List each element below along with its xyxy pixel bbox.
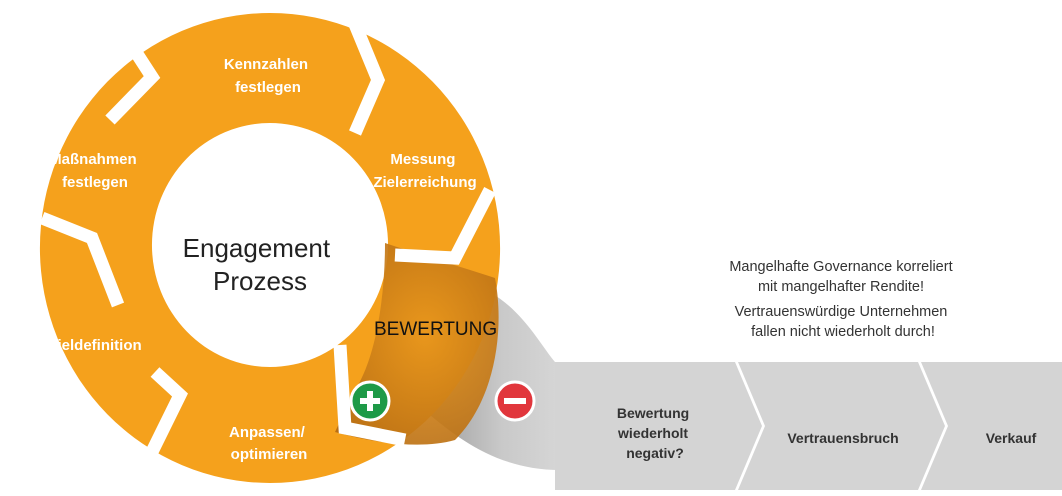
segment-messung: Messung Zielerreichung [373,151,476,191]
bewertung-negativ-line-2: wiederholt [617,425,688,441]
segment-massnahmen-label-1: Maßnahmen [49,151,137,168]
segment-anpassen: Anpassen/ optimieren [229,424,309,463]
chevron-verkauf-label: Verkauf [986,430,1037,446]
segment-zieldefinition-label: Zieldefinition [48,337,141,354]
evaluation-label: BEWERTUNG [374,319,497,340]
note-line-2: mit mangelhafter Rendite! [758,279,924,295]
center-title-line-1: Engagement [183,233,331,263]
chevron-verkauf-shape [921,362,1062,490]
svg-text:Maßnahmen festlegen: Maßnahmen festlegen [49,151,141,191]
svg-text:Kennzahlen festlegen: Kennzahlen festlegen [224,56,312,96]
chevron-bewertung-negativ-shape [555,362,762,490]
chevron-bewertung-negativ-label: Bewertung wiederholt negativ? [617,405,693,461]
segment-messung-label-1: Messung [390,151,455,168]
bewertung-negativ-line-1: Bewertung [617,405,689,421]
center-title-line-2: Prozess [213,266,307,296]
plus-circle-icon [349,380,391,422]
segment-separators [39,14,496,469]
minus-circle-icon [494,380,536,422]
segment-kennzahlen: Kennzahlen festlegen [224,56,312,96]
segment-kennzahlen-label-1: Kennzahlen [224,56,308,73]
segment-massnahmen: Maßnahmen festlegen [49,151,141,191]
svg-text:Zieldefinition: Zieldefinition [48,337,141,354]
segment-messung-label-2: Zielerreichung [373,174,476,191]
svg-text:Messung Zielerreichung: Messung Zielerreichung [373,151,476,191]
segment-kennzahlen-label-2: festlegen [235,79,301,96]
segment-zieldefinition: Zieldefinition [48,337,141,354]
governance-note: Mangelhafte Governance korreliert mit ma… [729,259,956,340]
note-line-3: Vertrauenswürdige Unternehmen [735,304,948,320]
segment-anpassen-label-2: optimieren [231,446,308,463]
svg-text:Anpassen/ optimieren: Anpassen/ optimieren [229,424,309,463]
chevron-vertrauensbruch-shape [738,362,945,490]
bewertung-negativ-line-3: negativ? [626,445,684,461]
note-line-4: fallen nicht wiederholt durch! [751,324,935,340]
segment-anpassen-label-1: Anpassen/ [229,424,306,441]
segment-massnahmen-label-2: festlegen [62,174,128,191]
chevron-vertrauensbruch-label: Vertrauensbruch [787,430,898,446]
center-title: Engagement Prozess [183,233,338,296]
note-line-1: Mangelhafte Governance korreliert [729,259,952,275]
